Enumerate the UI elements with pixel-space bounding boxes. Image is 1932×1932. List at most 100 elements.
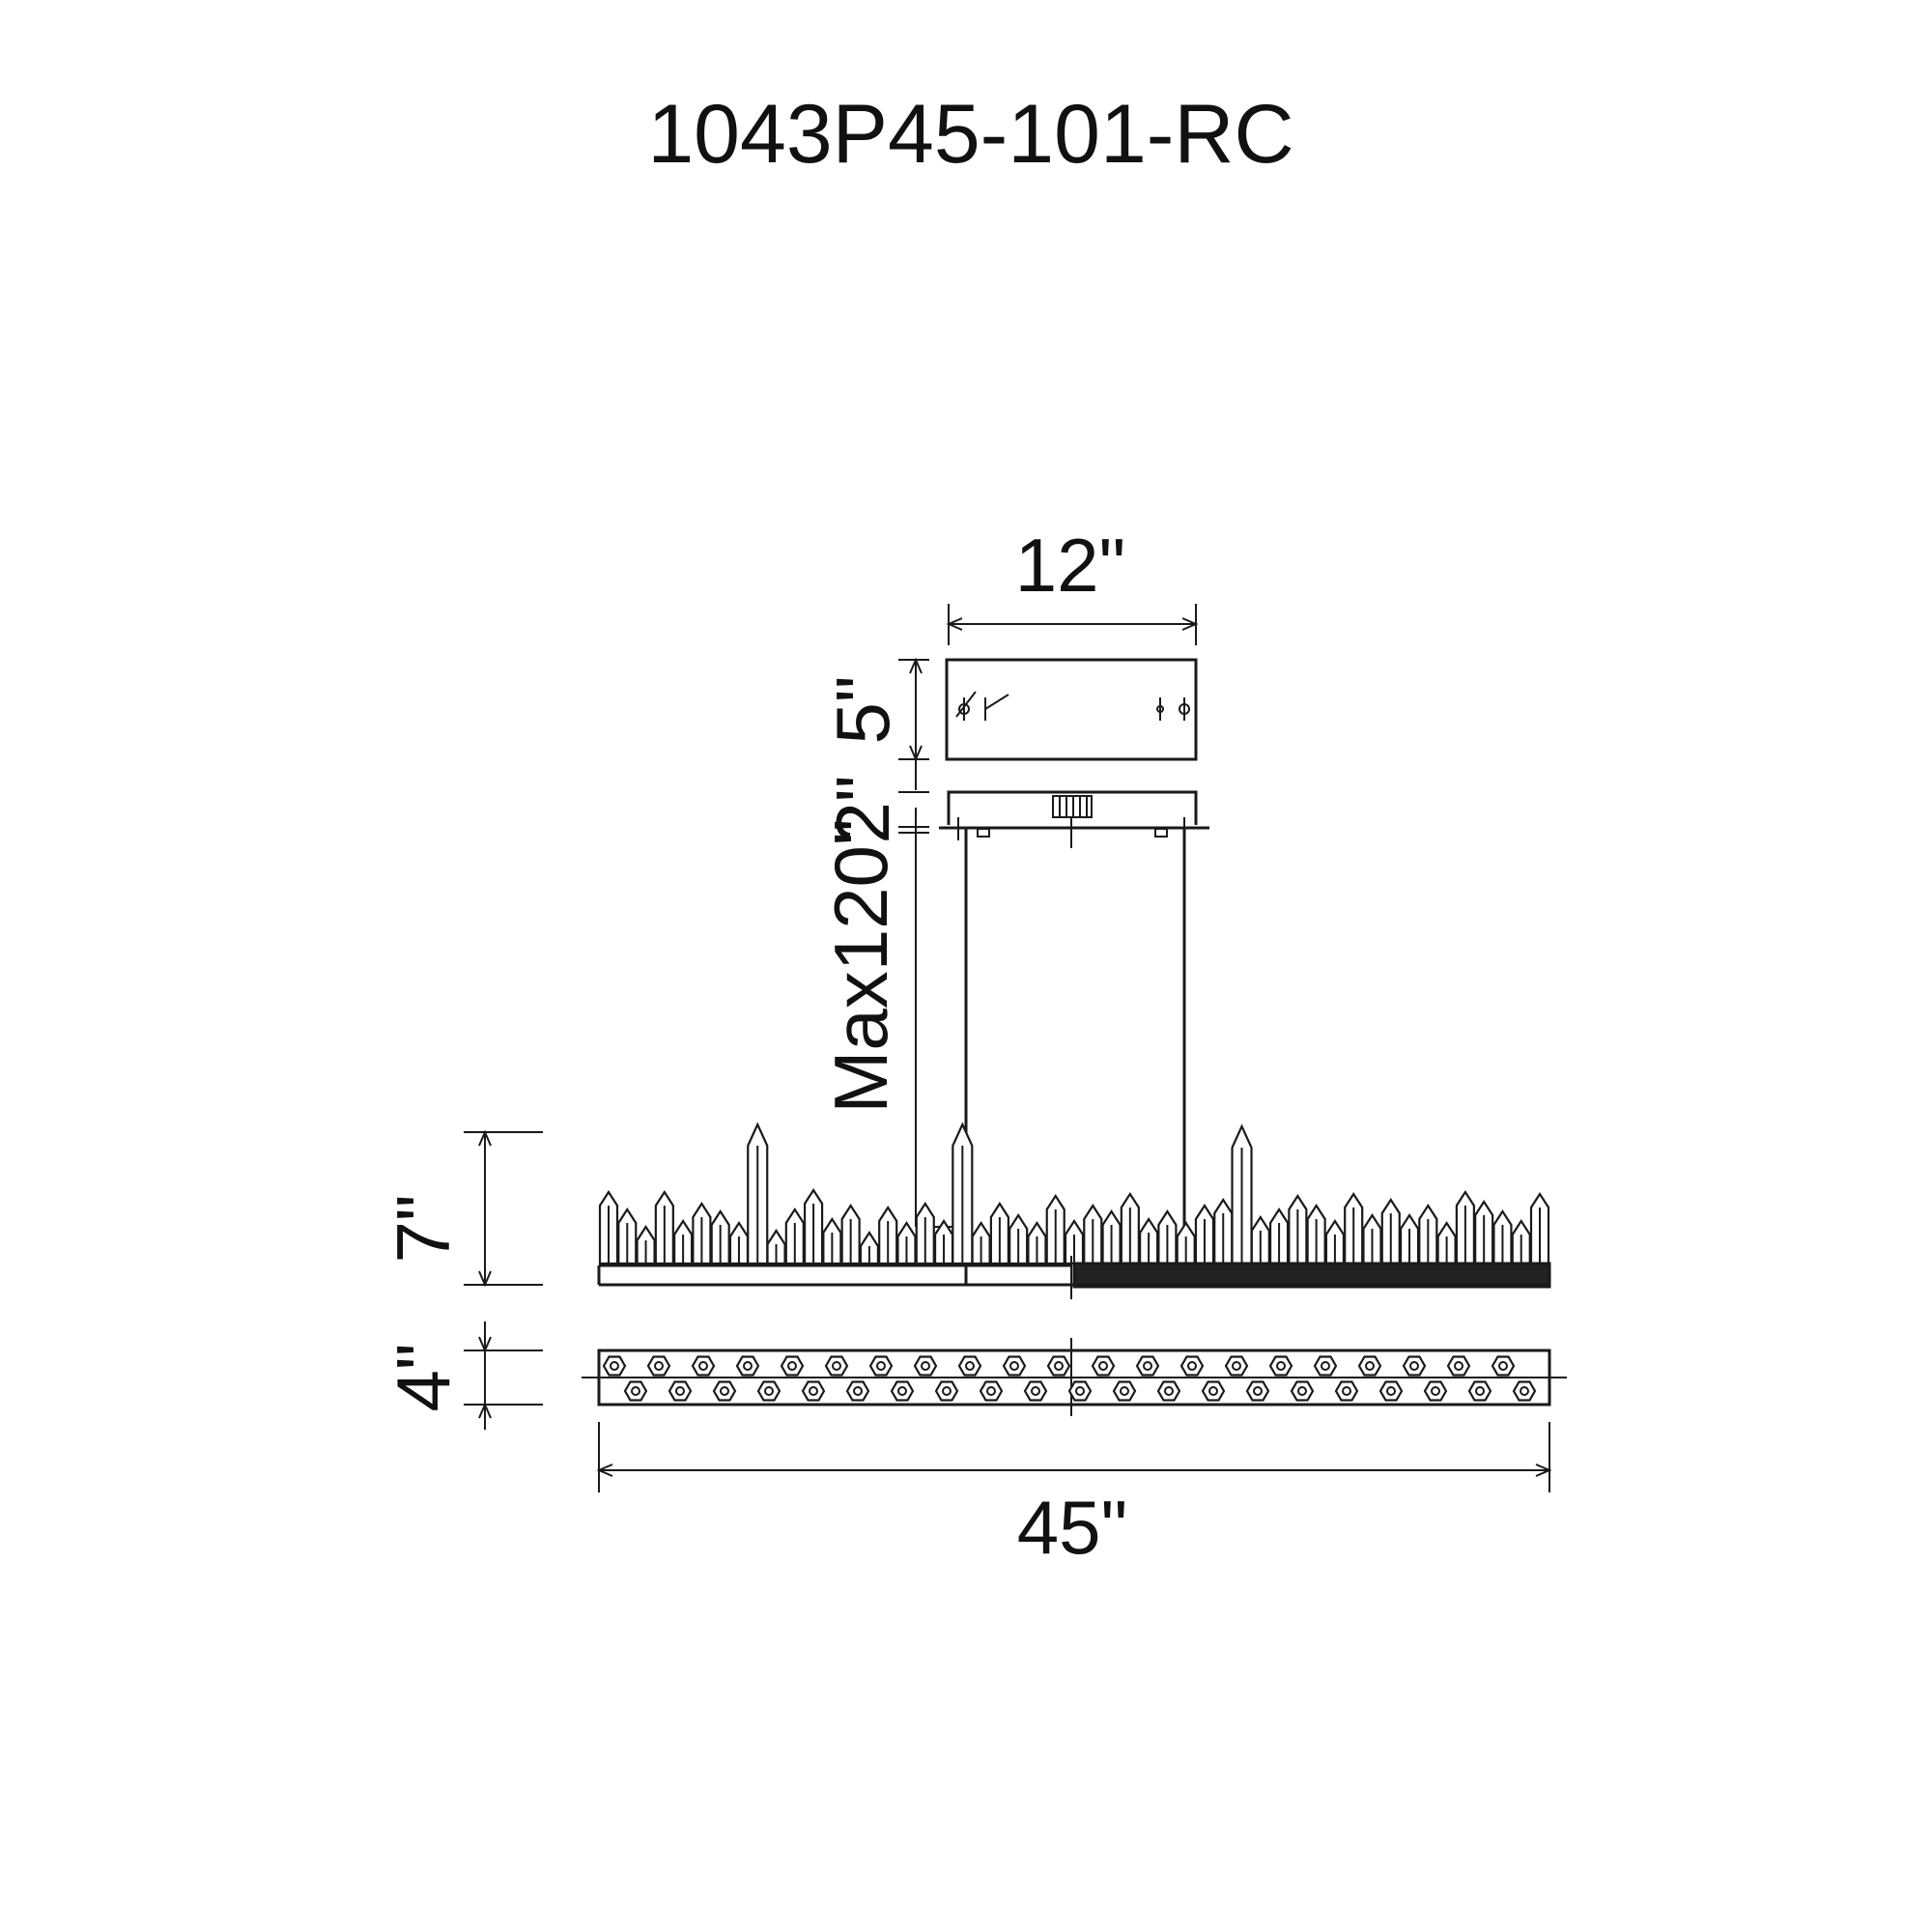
crystal-bead xyxy=(602,1355,627,1377)
crystal-bead-center xyxy=(1098,1361,1108,1371)
crystal-bead xyxy=(756,1380,781,1402)
crystal-bead xyxy=(890,1380,915,1402)
crystal-bead xyxy=(913,1355,938,1377)
crystal-bead-center xyxy=(675,1386,685,1396)
crystal-bead-center xyxy=(1120,1386,1129,1396)
max-drop-dimension: Max120" xyxy=(818,818,956,1228)
crystal-bead-center xyxy=(942,1386,952,1396)
canopy-gap-label: 2" xyxy=(820,775,905,843)
crystal-bead xyxy=(824,1355,849,1377)
crystal-bead xyxy=(1512,1380,1537,1402)
crystal-bead xyxy=(1378,1380,1404,1402)
crystal-bead-center xyxy=(876,1361,886,1371)
crystal-bead xyxy=(868,1355,894,1377)
crystal-bead-center xyxy=(1276,1361,1286,1371)
crystal-bead xyxy=(1467,1380,1492,1402)
crystal-bead xyxy=(1357,1355,1382,1377)
canopy-width-dimension: 12" xyxy=(946,523,1199,645)
crystal-bead xyxy=(1491,1355,1516,1377)
fixture-depth-dimension: 4" xyxy=(381,1321,543,1430)
crystal-bead xyxy=(780,1355,805,1377)
crystal-bead-center xyxy=(832,1361,841,1371)
crystal-bead xyxy=(1067,1380,1093,1402)
canopy xyxy=(945,658,1198,761)
fixture-plan xyxy=(582,1338,1567,1416)
crystal-bead xyxy=(1313,1355,1338,1377)
crystal-bead-center xyxy=(1232,1361,1241,1371)
crystal-bead xyxy=(1290,1380,1315,1402)
crystal-bead-center xyxy=(1208,1386,1218,1396)
crystal-bead-center xyxy=(1431,1386,1440,1396)
canopy-width-label: 12" xyxy=(1015,523,1125,608)
crystal-bead-center xyxy=(1187,1361,1197,1371)
crystal-bead xyxy=(1046,1355,1071,1377)
crystal-bead-center xyxy=(1054,1361,1064,1371)
crystal-bead-center xyxy=(1409,1361,1419,1371)
crystal-bead xyxy=(934,1380,959,1402)
crystal-bead xyxy=(691,1355,716,1377)
crystal-bead-center xyxy=(897,1386,907,1396)
crystal-bead-center xyxy=(1075,1386,1085,1396)
crystal-bead xyxy=(1446,1355,1471,1377)
crystal-bead-center xyxy=(1520,1386,1529,1396)
crystal-bead-center xyxy=(1297,1386,1307,1396)
fixture-length-label: 45" xyxy=(1017,1485,1127,1570)
fixture-height-dimension: 7" xyxy=(381,1129,543,1288)
crystal-bead-center xyxy=(720,1386,729,1396)
crystal-bead xyxy=(1201,1380,1226,1402)
crystal-bead xyxy=(1179,1355,1205,1377)
crystal-bead-center xyxy=(610,1361,619,1371)
crystal-bead-grid xyxy=(602,1355,1537,1402)
crystal-row xyxy=(598,1122,1550,1265)
fixture-height-label: 7" xyxy=(381,1194,466,1263)
crystal-bead xyxy=(712,1380,737,1402)
crystal-bead xyxy=(735,1355,760,1377)
crystal-bead-center xyxy=(1454,1361,1463,1371)
crystal-bead xyxy=(1224,1355,1249,1377)
crystal-bead xyxy=(1423,1380,1448,1402)
canopy-screw-left xyxy=(955,691,1009,721)
crystal-bead xyxy=(1268,1355,1293,1377)
crystal-bead xyxy=(1334,1380,1359,1402)
crystal-bead-center xyxy=(1009,1361,1019,1371)
crystal-bead-center xyxy=(1031,1386,1040,1396)
crystal-bead xyxy=(1156,1380,1181,1402)
crystal-bead xyxy=(646,1355,671,1377)
crystal-bead-center xyxy=(921,1361,930,1371)
crystal-bead xyxy=(1245,1380,1270,1402)
crystal-bead-center xyxy=(1164,1386,1174,1396)
crystal-bead xyxy=(1112,1380,1137,1402)
fixture-depth-label: 4" xyxy=(381,1343,466,1411)
crystal-bead xyxy=(979,1380,1004,1402)
crystal-bead xyxy=(845,1380,870,1402)
crystal-bead xyxy=(668,1380,693,1402)
crystal-bead xyxy=(1091,1355,1116,1377)
crystal-bead xyxy=(623,1380,648,1402)
crystal-bead-center xyxy=(986,1386,996,1396)
crystal-bead-center xyxy=(1321,1361,1330,1371)
crystal-bead-center xyxy=(698,1361,708,1371)
crystal-bead-center xyxy=(1475,1386,1485,1396)
crystal-bead xyxy=(1402,1355,1427,1377)
crystal-bead-center xyxy=(1365,1361,1375,1371)
crystal-bead xyxy=(801,1380,826,1402)
crystal-bead-center xyxy=(1143,1361,1152,1371)
crystal-bead-center xyxy=(1498,1361,1508,1371)
mounting-plate xyxy=(939,790,1209,840)
crystal-bead-center xyxy=(809,1386,818,1396)
crystal-bead xyxy=(1023,1380,1048,1402)
fixture-elevation xyxy=(597,1122,1551,1299)
crystal-bead-center xyxy=(654,1361,664,1371)
crystal-bead xyxy=(957,1355,982,1377)
crystal-bead xyxy=(1002,1355,1027,1377)
canopy-height-label: 5" xyxy=(820,675,905,744)
crystal-bead-center xyxy=(743,1361,753,1371)
canopy-height-dimension: 5" 2" xyxy=(820,657,929,844)
crystal-bead-center xyxy=(1386,1386,1396,1396)
canopy-screw-right xyxy=(1156,697,1190,721)
crystal-bead-center xyxy=(764,1386,774,1396)
crystal-bead-center xyxy=(631,1386,640,1396)
crystal-bead-center xyxy=(853,1386,863,1396)
max-drop-label: Max120" xyxy=(818,818,903,1113)
